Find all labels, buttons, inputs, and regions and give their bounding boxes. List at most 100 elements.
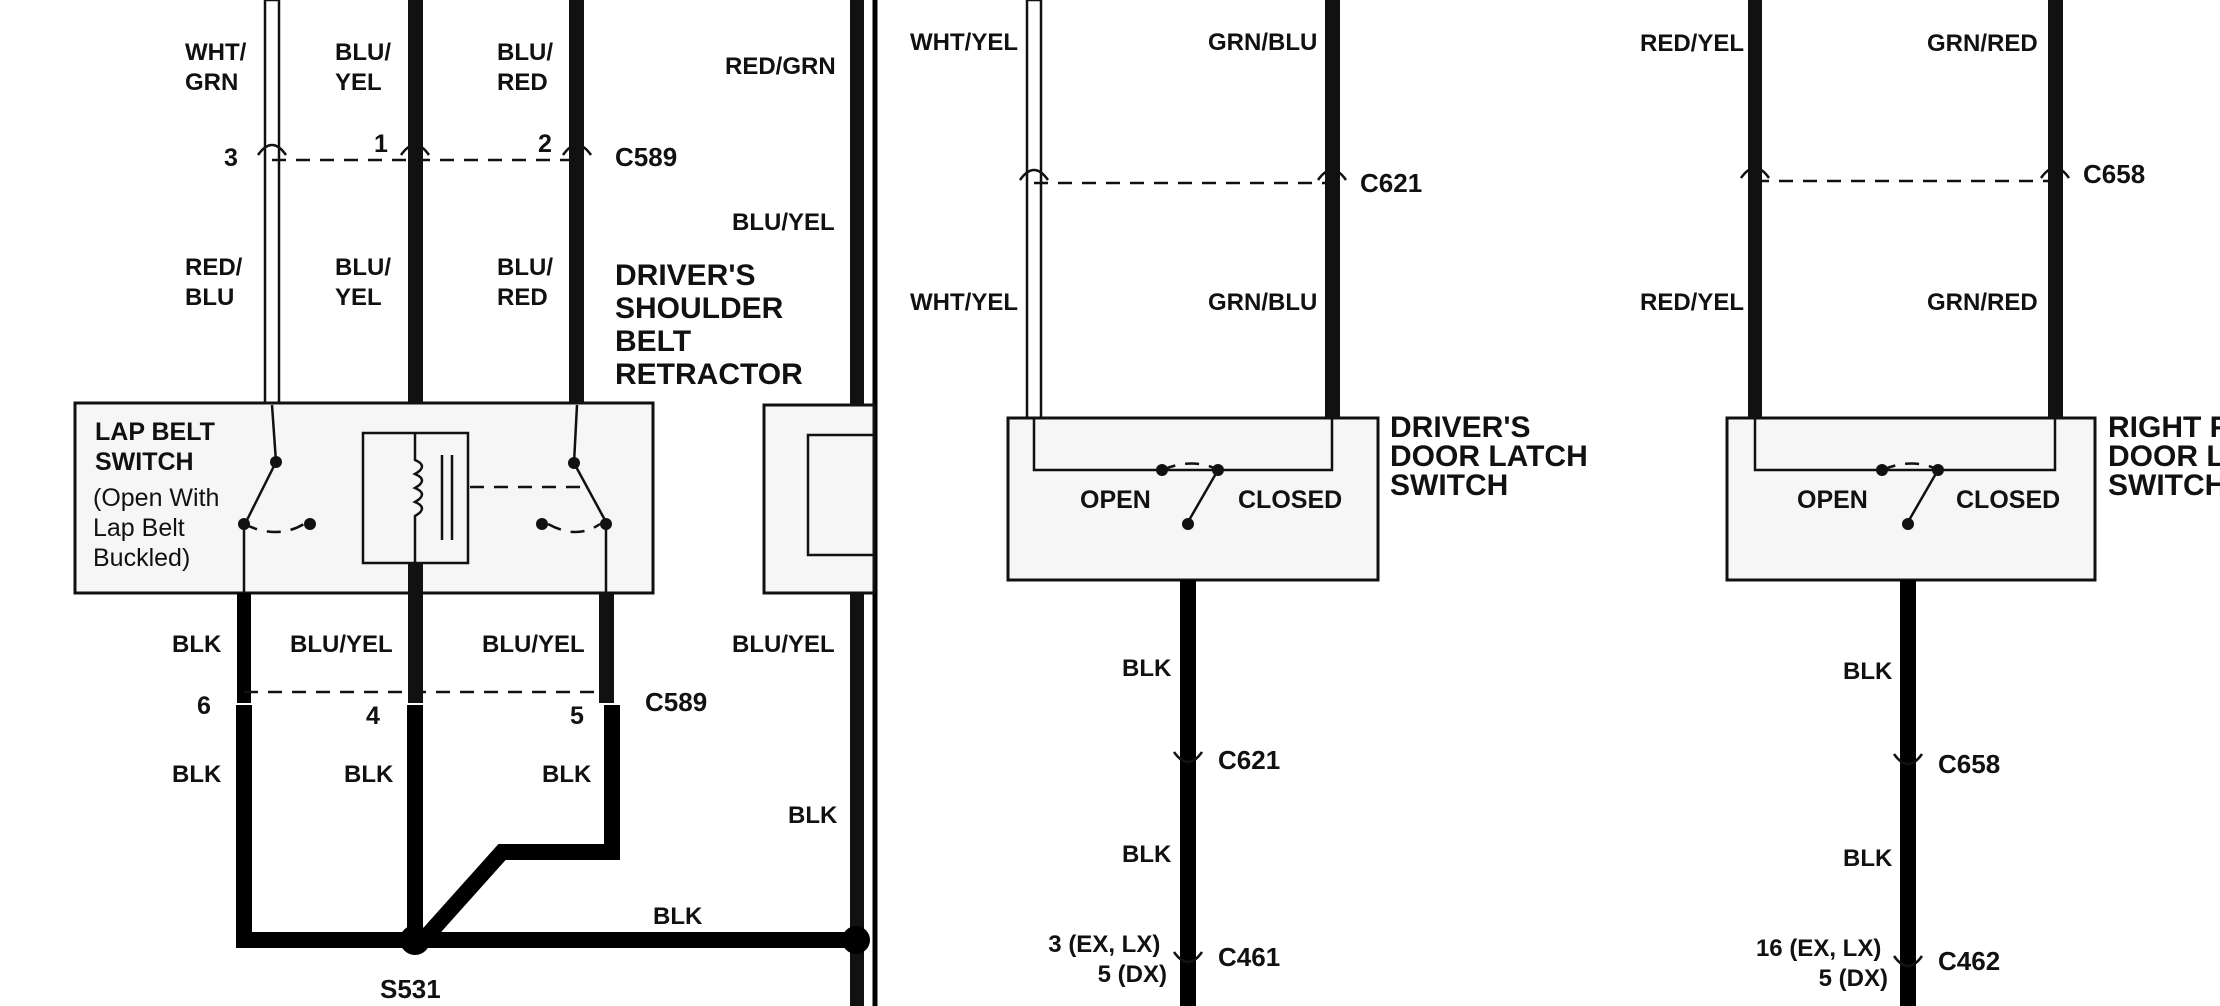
driver-switch-closed: CLOSED <box>1238 486 1342 514</box>
connector-c621-top-label: C621 <box>1360 168 1422 198</box>
wire-label-wht-grn: WHT/GRN <box>185 39 247 96</box>
connector-c658-mark-1 <box>1739 166 1771 179</box>
splice-s531-dot <box>400 925 430 955</box>
pin-6-label: 6 <box>197 692 211 720</box>
wire-label-blk-b4: BLK <box>788 802 838 829</box>
right-retractor-box <box>762 403 876 595</box>
driver-door-switch-box <box>1006 416 1380 582</box>
pin-5-label: 5 <box>570 702 584 730</box>
wire-label-grn-blu-top: GRN/BLU <box>1208 29 1317 56</box>
ground-wire-left <box>236 705 410 948</box>
lap-switch-link <box>243 522 305 534</box>
right-switch-link <box>1881 462 1935 472</box>
connector-mark-3 <box>256 143 288 156</box>
wire-blu-red <box>569 0 584 405</box>
connector-c461-mark <box>1172 951 1204 964</box>
lap-switch-blade <box>244 461 278 523</box>
driver-switch-contact-c <box>1182 518 1194 530</box>
wire-label-blk-b3: BLK <box>542 761 592 788</box>
wire-grn-blu <box>1325 0 1340 420</box>
driver-blk-label-1: BLK <box>1122 655 1172 682</box>
right-switch-open: OPEN <box>1797 486 1868 514</box>
wire-red-yel <box>1748 0 1762 420</box>
connector-c621-mark-1 <box>1018 168 1050 181</box>
connector-c658-top-label: C658 <box>2083 159 2145 189</box>
wire-label-red-yel-top: RED/YEL <box>1640 30 1744 57</box>
lap-belt-title: LAP BELT SWITCH <box>95 418 222 476</box>
right-pin-note: 16 (EX, LX) 5 (DX) <box>1756 935 1888 992</box>
wire-label-blk-low: BLK <box>172 631 222 658</box>
driver-c621-low-label: C621 <box>1218 745 1280 775</box>
driver-switch-inner <box>1032 418 1334 472</box>
right-switch-inner <box>1753 418 2057 472</box>
wire-label-red-yel-mid: RED/YEL <box>1640 289 1744 316</box>
wire-blu-yel-upper <box>408 0 423 405</box>
wire-label-wht-yel-mid: WHT/YEL <box>910 289 1018 316</box>
retractor-title: DRIVER'S SHOULDER BELT RETRACTOR <box>615 259 803 391</box>
retractor-switch-lead <box>572 404 579 464</box>
splice-right-dot <box>842 926 870 954</box>
wire-label-bluyel-low-1: BLU/YEL <box>290 631 393 658</box>
wire-blu-yel-lower-2 <box>599 593 614 703</box>
right-c658-low-label: C658 <box>1938 749 2000 779</box>
right-retractor-coil-box <box>806 433 876 557</box>
wire-label-bluyel-low-2: BLU/YEL <box>482 631 585 658</box>
right-c462-label: C462 <box>1938 946 2000 976</box>
retractor-contact-b <box>536 518 548 530</box>
driver-switch-open: OPEN <box>1080 486 1151 514</box>
ground-wire-right <box>419 705 620 944</box>
wire-grn-red <box>2048 0 2063 420</box>
wire-label-blu-red-mid: BLU/RED <box>497 254 553 311</box>
lap-switch-lead <box>270 404 278 463</box>
right-blk-label-1: BLK <box>1843 658 1893 685</box>
pin-4-label: 4 <box>366 702 380 730</box>
driver-switch-blade <box>1186 469 1220 523</box>
wire-wht-grn <box>263 0 281 407</box>
wire-label-blu-yel-top: BLU/YEL <box>335 39 391 96</box>
driver-blk-label-2: BLK <box>1122 841 1172 868</box>
lap-belt-note: (Open With Lap Belt Buckled) <box>93 484 226 572</box>
wire-label-grn-red-top: GRN/RED <box>1927 30 2038 57</box>
panel-seat-belt: WHT/GRN BLU/YEL BLU/RED RED/GRN 3 1 2 C5… <box>73 0 876 1006</box>
connector-c462-mark <box>1892 955 1924 968</box>
wire-label-grn-blu-mid: GRN/BLU <box>1208 289 1317 316</box>
connector-mark-2 <box>561 143 593 156</box>
wire-label-blu-red-top: BLU/RED <box>497 39 553 96</box>
connector-c589-low-label: C589 <box>645 687 707 717</box>
driver-switch-title: DRIVER'S DOOR LATCH SWITCH <box>1390 411 1596 502</box>
ground-wire-label: BLK <box>653 903 703 930</box>
panel-driver-door-latch: WHT/YEL GRN/BLU C621 WHT/YEL GRN/BLU OPE… <box>910 0 1596 1006</box>
splice-s531-label: S531 <box>380 974 441 1004</box>
retractor-link-2 <box>547 522 601 534</box>
right-switch-blade <box>1906 469 1940 523</box>
retractor-blade <box>572 462 608 523</box>
wire-label-blk-b2: BLK <box>344 761 394 788</box>
connector-c621-low-mark <box>1172 751 1204 764</box>
wire-label-bluyel-low-3: BLU/YEL <box>732 631 835 658</box>
connector-c658-mark-2 <box>2039 166 2071 179</box>
wire-blu-yel-lower-1 <box>408 563 423 703</box>
right-switch-closed: CLOSED <box>1956 486 2060 514</box>
wire-blk-lower-left <box>237 593 251 703</box>
right-switch-contact-c <box>1902 518 1914 530</box>
pin-3-label: 3 <box>224 144 238 172</box>
wire-label-red-grn: RED/GRN <box>725 53 836 80</box>
wire-label-blu-yel-right: BLU/YEL <box>732 209 835 236</box>
pin-1-label: 1 <box>374 130 388 158</box>
driver-switch-link <box>1161 462 1215 472</box>
right-blk-label-2: BLK <box>1843 845 1893 872</box>
panel-right-door-latch: RED/YEL GRN/RED C658 RED/YEL GRN/RED OPE… <box>1640 0 2220 1006</box>
wire-wht-yel <box>1025 0 1043 422</box>
connector-c621-mark-2 <box>1316 168 1348 181</box>
lap-switch-contact-c <box>304 518 316 530</box>
wire-label-blk-b1: BLK <box>172 761 222 788</box>
wire-label-blu-yel-mid: BLU/YEL <box>335 254 391 311</box>
driver-pin-note: 3 (EX, LX) 5 (DX) <box>1048 931 1167 988</box>
wire-label-red-blu: RED/BLU <box>185 254 243 311</box>
right-switch-title: RIGHT F DOOR L SWITCH <box>2108 411 2220 502</box>
pin-2-label: 2 <box>538 130 552 158</box>
connector-c589-top-label: C589 <box>615 142 677 172</box>
wire-label-wht-yel-top: WHT/YEL <box>910 29 1018 56</box>
retractor-coil-icon <box>412 433 424 563</box>
